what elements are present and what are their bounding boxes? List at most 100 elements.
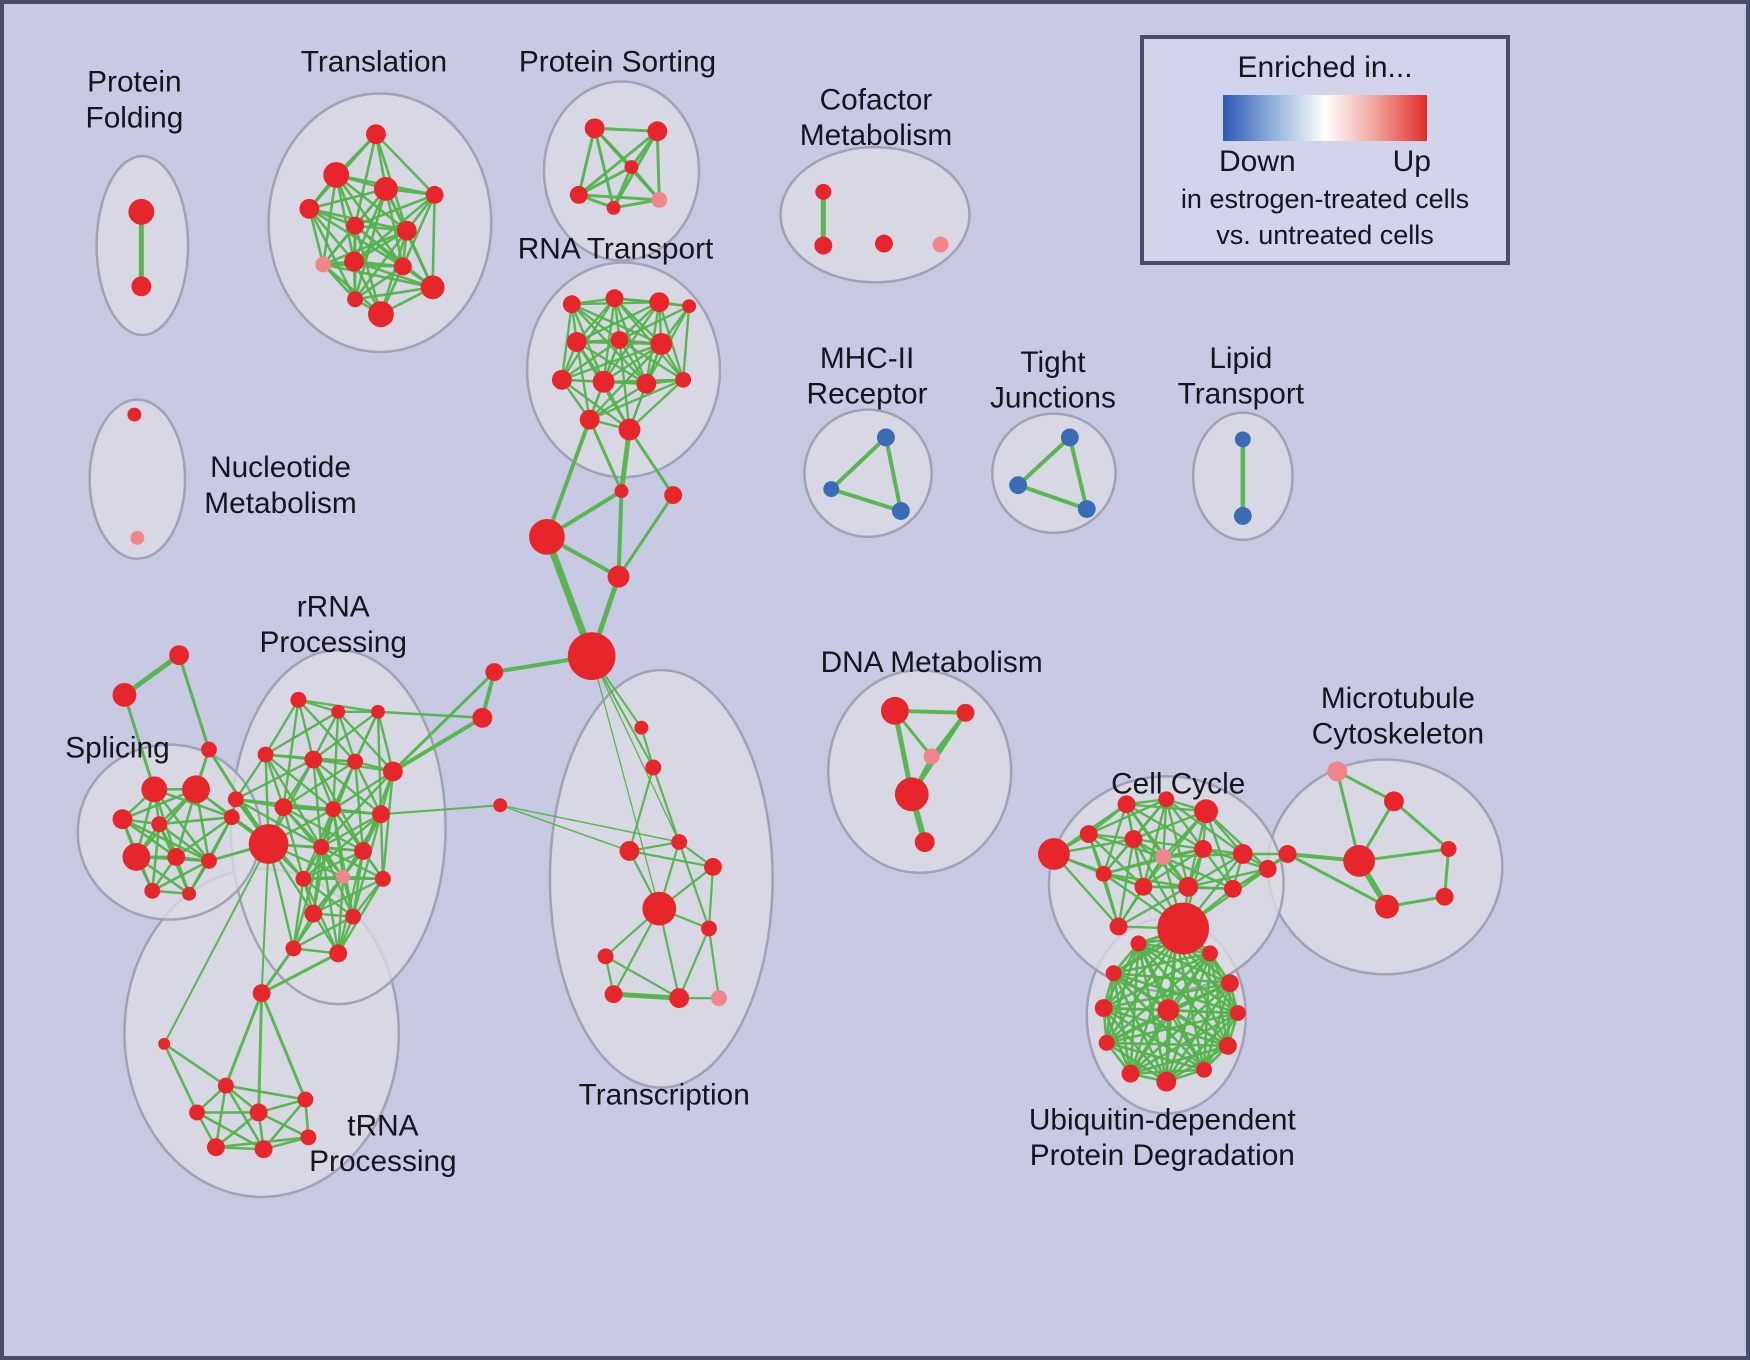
cluster-label-translation: Translation [301,46,447,79]
network-edge [1186,852,1245,888]
network-edge [214,1111,260,1149]
network-edge [883,435,903,513]
gene-set-node [682,299,697,314]
network-edge [379,804,502,816]
network-edge [431,193,436,289]
gene-set-node [614,484,629,499]
gene-set-node [607,565,630,588]
network-edge [376,710,383,816]
network-edge [1132,810,1208,841]
network-edge [1112,971,1170,1012]
network-edge [312,710,340,761]
network-edge [292,845,323,950]
gene-set-node [1375,894,1399,919]
gene-set-node [1009,476,1028,495]
gene-set-node [249,1103,268,1122]
gene-set-node [200,852,217,869]
gene-set-node [290,691,307,708]
legend-caption-line2: vs. untreated cells [1216,220,1434,250]
cluster-ellipse-transcription [548,668,774,1089]
network-edge [1102,847,1205,876]
gene-set-node [304,750,323,769]
network-edge [499,804,680,843]
network-edge [332,770,395,811]
gene-set-node [1202,945,1218,962]
gene-set-node [876,428,895,447]
network-edge [150,859,211,893]
network-edge [1164,1044,1230,1083]
network-edge [616,489,624,579]
gene-set-node [584,118,605,139]
gene-set-node [606,200,621,215]
network-edge [591,655,660,910]
cluster-ellipse-mhc [803,408,933,539]
gene-set-node [1220,974,1239,993]
network-edge [560,297,616,381]
network-edge [292,915,355,950]
gene-set-node [642,891,677,926]
gene-set-node [227,791,244,808]
gene-set-node [649,292,670,313]
gene-set-node [344,251,365,272]
network-edge [321,263,434,289]
gene-set-node [894,777,929,812]
gene-set-node [1218,1036,1237,1055]
gene-set-node [1232,844,1253,864]
gene-set-node [257,746,274,763]
gene-set-node [814,236,833,255]
gene-set-node [1156,1071,1177,1092]
network-edge [544,417,592,539]
gene-set-node [1105,965,1122,982]
network-edge [1166,1008,1206,1071]
gene-set-node [368,301,394,328]
network-edge [612,165,633,210]
gene-set-node [374,870,391,887]
gene-set-node [823,481,840,498]
gene-set-node [1196,1061,1213,1078]
network-edge [617,493,675,579]
gene-set-node [1258,859,1277,878]
gene-set-node [274,798,293,817]
network-edge [336,710,357,763]
network-edge [618,338,631,431]
network-edge [1204,810,1269,871]
gene-set-node [645,759,662,776]
cluster-label-rna_transport: RNA Transport [518,232,714,265]
gene-set-node [567,632,616,680]
network-edge [1112,971,1206,1071]
network-edge [334,173,356,263]
gene-set-node [619,841,640,861]
gene-set-node [875,234,893,253]
gene-set-node [1134,877,1153,896]
gene-set-node [624,160,639,174]
network-edge [628,849,715,868]
gene-set-node [299,198,320,219]
gene-set-node [141,776,168,803]
gene-set-node [1234,431,1251,448]
network-edge [308,187,388,211]
gene-set-node [254,1140,273,1159]
gene-set-node [127,407,142,422]
gene-set-node [1178,876,1199,897]
network-edge [678,840,711,930]
network-edge [1186,867,1269,888]
network-edge [1052,852,1120,928]
network-edge [628,766,655,853]
gene-set-node [551,369,572,390]
gene-set-node [300,1129,317,1146]
gene-set-node [393,257,412,276]
gene-set-node [923,748,940,765]
gene-set-node [472,707,493,728]
network-edge [391,670,496,773]
gene-set-node [1435,887,1454,906]
network-edge [1132,837,1205,851]
network-edge [575,301,661,344]
network-edge [224,991,264,1088]
gene-set-node [122,843,151,871]
network-edge [1392,799,1451,851]
network-edge [174,815,234,859]
